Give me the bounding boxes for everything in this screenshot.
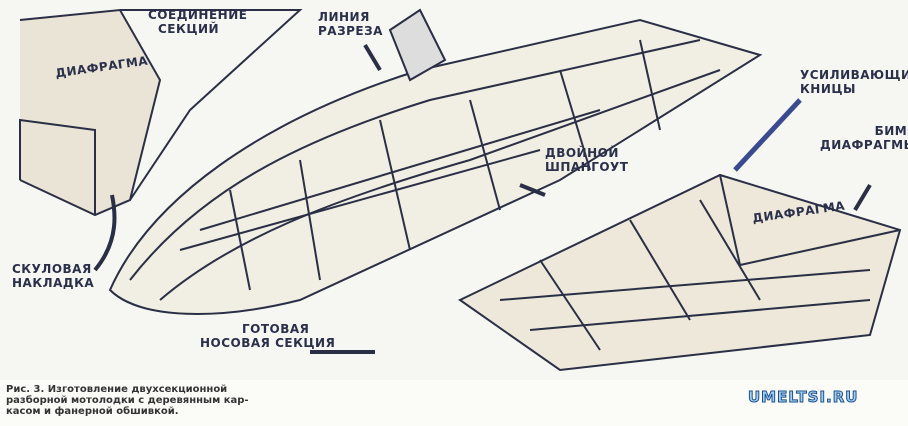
boat-drawing: [19, 8, 902, 372]
watermark: UMELTSI.RU: [747, 388, 859, 407]
arrow-diaphragm-beam: [853, 183, 872, 212]
bow-frame-stringer: [159, 69, 721, 301]
stern-section-left-diaphragm: [19, 118, 96, 215]
label-line: ДВОЙНОЙ: [545, 146, 619, 160]
stern-section-right-floor: [499, 269, 871, 331]
label-line: НОСОВАЯ СЕКЦИЯ: [200, 336, 336, 350]
arrow-chine-strip: [93, 194, 117, 272]
label-line: ДИАФРАГМЫ: [820, 138, 908, 152]
bow-frame-ribs: [229, 39, 661, 291]
stern-section-left-side: [120, 9, 303, 201]
bow-frame-longitudinals: [179, 109, 601, 251]
label-line: СЕКЦИЙ: [158, 22, 220, 36]
bow-frame-stringer: [129, 39, 701, 281]
label-line: НАКЛАДКА: [12, 276, 95, 290]
label-line: СКУЛОВАЯ: [12, 262, 92, 276]
arrow-cut-line: [363, 43, 382, 72]
label-line: УСИЛИВАЮЩИЕ: [800, 68, 908, 82]
stern-section-right-frames: [539, 199, 761, 351]
label-diaphragm-beam: БИМСДИАФРАГМЫ: [820, 124, 908, 152]
label-reinforcing-knees: УСИЛИВАЮЩИЕКНИЦЫ: [800, 68, 908, 96]
label-line: ШПАНГОУТ: [545, 160, 629, 174]
caption-line: Рис. 3. Изготовление двухсекционной: [6, 384, 228, 395]
stern-section-right: [458, 173, 902, 372]
arrow-double-frame: [519, 183, 546, 197]
label-line: СОЕДИНЕНИЕ: [148, 8, 248, 22]
label-line: РАЗРЕЗА: [318, 24, 383, 38]
label-line: ЛИНИЯ: [318, 10, 370, 24]
stern-section-left: [19, 8, 162, 217]
caption-line: касом и фанерной обшивкой.: [6, 406, 179, 417]
arrow-reinforcing-knees: [733, 98, 802, 172]
figure-caption: Рис. 3. Изготовление двухсекционной разб…: [6, 384, 296, 417]
caption-line: разборной мотолодки с деревянным кар-: [6, 395, 249, 406]
saw-icon: [388, 8, 447, 82]
label-line: БИМС: [874, 124, 908, 138]
label-line: ГОТОВАЯ: [242, 322, 310, 336]
label-line: КНИЦЫ: [800, 82, 856, 96]
